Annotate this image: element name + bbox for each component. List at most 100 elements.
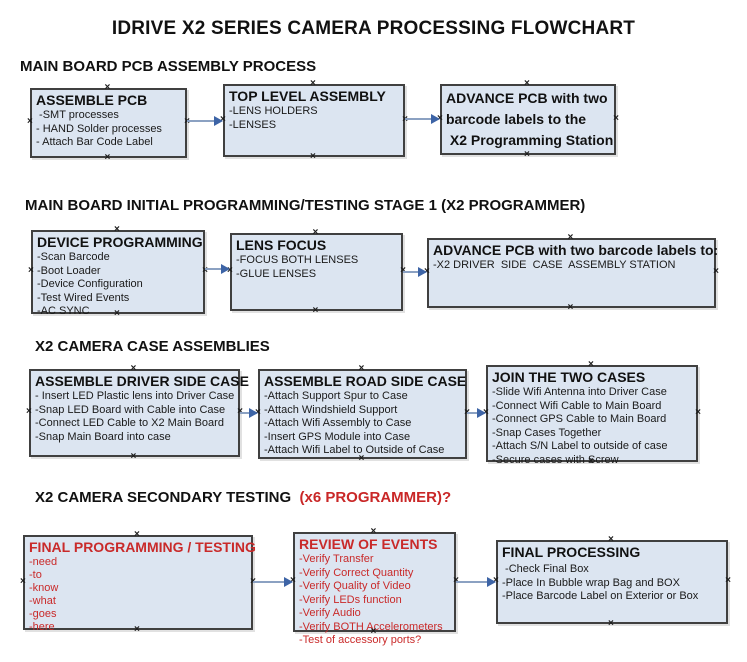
node-item: -Scan Barcode (37, 251, 110, 263)
node-item: -to (29, 568, 42, 581)
connector-handle-icon: × (114, 224, 120, 235)
connector-handle-icon: × (400, 266, 406, 276)
node-title: ASSEMBLE ROAD SIDE CASE (264, 373, 467, 389)
arrow-line (205, 268, 227, 270)
connector-handle-icon: × (130, 451, 137, 462)
node-item: -Secure cases with Screw (492, 453, 619, 466)
node-title: LENS FOCUS (236, 237, 327, 253)
connector-handle-icon: × (588, 456, 594, 467)
connector-handle-icon: × (524, 149, 530, 160)
node-item: -Connect LED Cable to X2 Main Board (35, 417, 224, 429)
node-item: -Verify BOTH Accelerometers (299, 620, 443, 633)
node-item: - Insert LED Plastic lens into Driver Ca… (35, 390, 235, 402)
connector-handle-icon: × (370, 626, 377, 637)
connector-handle-icon: × (27, 116, 33, 127)
connector-handle-icon: × (725, 575, 731, 586)
flow-arrow (467, 408, 486, 418)
arrow-right-icon (418, 267, 427, 277)
node-item: - Attach Bar Code Label (36, 136, 153, 148)
node-item: -LENS HOLDERS (229, 105, 318, 117)
node-title: barcode labels to the (446, 111, 587, 127)
node-item: -Boot Loader (37, 264, 101, 277)
section-heading-pcb-assembly: MAIN BOARD PCB ASSEMBLY PROCESS (20, 58, 317, 75)
flowchart-title: IDRIVE X2 SERIES CAMERA PROCESSING FLOWC… (111, 18, 636, 39)
flow-node-lens-focus: × × × × LENS FOCUS -FOCUS BOTH LENSES -G… (227, 228, 406, 316)
connector-handle-icon: × (134, 624, 140, 635)
node-title: ADVANCE PCB with two barcode labels to: (433, 242, 719, 258)
section-heading-case-assemblies: X2 CAMERA CASE ASSEMBLIES (35, 338, 270, 355)
node-item: -Verify LEDs function (299, 593, 402, 606)
connector-handle-icon: × (358, 453, 365, 464)
node-item: -goes (29, 607, 57, 620)
node-item: -Attach Support Spur to Case (264, 390, 408, 402)
arrow-line (253, 581, 290, 583)
connector-handle-icon: × (608, 618, 614, 629)
section-heading-text: X2 CAMERA SECONDARY TESTING (35, 489, 300, 506)
connector-handle-icon: × (370, 526, 377, 537)
flow-node-top-level-assembly: × × × × TOP LEVEL ASSEMBLY -LENS HOLDERS… (220, 79, 408, 162)
node-item: -Attach S/N Label to outside of case (492, 440, 668, 452)
connector-handle-icon: × (26, 406, 32, 417)
flow-node-device-programming: × × × × DEVICE PROGRAMMING -Scan Barcode… (28, 225, 208, 319)
node-item: -Connect Wifi Cable to Main Board (492, 399, 662, 412)
node-title: ASSEMBLE PCB (36, 92, 148, 108)
node-title: ADVANCE PCB with two (446, 90, 608, 106)
node-item: -FOCUS BOTH LENSES (236, 254, 359, 266)
connector-handle-icon: × (567, 232, 574, 243)
arrow-right-icon (221, 264, 230, 274)
flow-node-final-programming-testing: × × × × FINAL PROGRAMMING / TESTING -nee… (20, 530, 256, 635)
node-item: -need (29, 556, 58, 568)
node-item: -Snap Cases Together (492, 426, 602, 439)
node-item: -Attach Windshield Support (264, 403, 398, 416)
arrow-right-icon (487, 577, 496, 587)
node-item: -AC SYNC (37, 305, 90, 317)
flow-node-advance-pcb-programming-station: × × × × ADVANCE PCB with two barcode lab… (437, 79, 619, 160)
connector-handle-icon: × (524, 78, 530, 89)
node-item: -here (29, 620, 55, 633)
connector-handle-icon: × (713, 266, 719, 277)
flow-node-assemble-road-side-case: × × × × ASSEMBLE ROAD SIDE CASE -Attach … (255, 364, 470, 464)
node-title: DEVICE PROGRAMMING (37, 234, 203, 250)
connector-handle-icon: × (453, 576, 459, 586)
flow-node-join-the-two-cases: × × × × JOIN THE TWO CASES -Slide Wifi A… (483, 360, 701, 467)
arrow-right-icon (249, 408, 258, 418)
connector-handle-icon: × (588, 359, 594, 370)
flow-node-assemble-driver-side-case: × × × × ASSEMBLE DRIVER SIDE CASE - Inse… (26, 364, 249, 462)
connector-handle-icon: × (310, 151, 316, 162)
connector-handle-icon: × (20, 575, 26, 587)
arrow-right-icon (477, 408, 486, 418)
flow-arrow (205, 264, 230, 274)
arrow-right-icon (284, 577, 293, 587)
flow-node-assemble-pcb: × × × × ASSEMBLE PCB -SMT processes - HA… (27, 83, 190, 163)
flow-node-advance-pcb-driver-side-station: × × × × ADVANCE PCB with two barcode lab… (424, 233, 719, 313)
connector-handle-icon: × (613, 112, 619, 124)
node-title: JOIN THE TWO CASES (492, 369, 646, 385)
connector-handle-icon: × (608, 534, 614, 545)
connector-handle-icon: × (104, 82, 111, 93)
node-item: -Check Final Box (502, 563, 589, 575)
connector-handle-icon: × (237, 407, 243, 417)
node-title: ASSEMBLE DRIVER SIDE CASE (35, 373, 249, 389)
node-item: -Snap LED Board with Cable into Case (35, 403, 226, 416)
node-item: -know (29, 581, 59, 594)
node-title: FINAL PROCESSING (502, 544, 641, 560)
flow-node-review-of-events: × × × × REVIEW OF EVENTS -Verify Transfe… (290, 527, 459, 647)
section-heading-secondary-testing: X2 CAMERA SECONDARY TESTING (x6 PROGRAMM… (35, 489, 451, 506)
flow-arrow (405, 114, 440, 124)
flow-arrow (456, 577, 496, 587)
connector-handle-icon: × (28, 265, 34, 276)
node-item: -Slide Wifi Antenna into Driver Case (492, 386, 667, 398)
node-item: -Test of accessory ports? (299, 634, 422, 646)
node-title: X2 Programming Station (446, 132, 614, 148)
arrow-line (403, 271, 424, 273)
connector-handle-icon: × (202, 265, 208, 276)
flow-node-final-processing: × × × × FINAL PROCESSING -Check Final Bo… (493, 535, 731, 629)
node-item: -Attach Wifi Label to Outside of Case (264, 444, 445, 456)
node-item: -LENSES (229, 118, 277, 131)
flow-arrow (253, 577, 293, 587)
node-item: -Verify Transfer (299, 553, 374, 565)
arrow-line (240, 412, 255, 414)
node-item: -Insert GPS Module into Case (264, 430, 411, 443)
node-item: -Place Barcode Label on Exterior or Box (502, 590, 699, 602)
